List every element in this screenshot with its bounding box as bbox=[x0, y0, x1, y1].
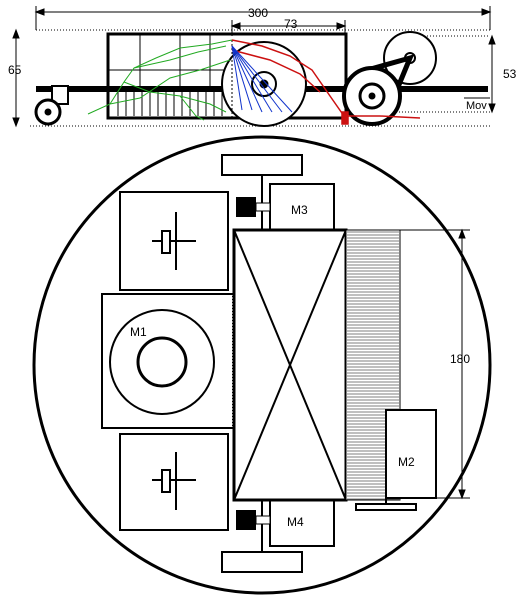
dimension-total-length bbox=[34, 6, 492, 30]
motor-m2-label: M2 bbox=[398, 455, 415, 469]
top-wheel-lower bbox=[221, 500, 303, 573]
motor-m2 bbox=[385, 409, 437, 499]
motor-m4 bbox=[236, 499, 335, 547]
top-wheel-upper bbox=[221, 154, 303, 230]
dimension-offset bbox=[230, 20, 347, 36]
motor-m1-label: M1 bbox=[130, 325, 147, 339]
motor-m1 bbox=[101, 293, 235, 429]
dimension-total-length-label: 300 bbox=[248, 6, 268, 20]
trace-red bbox=[231, 39, 421, 125]
dimension-length-label: 180 bbox=[450, 352, 470, 366]
motor-m3-label: M3 bbox=[291, 203, 308, 217]
dimension-length bbox=[400, 228, 470, 500]
motor-m2-pulley bbox=[355, 498, 417, 511]
top-view: M3 M4 M1 bbox=[32, 135, 492, 595]
rear-caster bbox=[34, 85, 69, 126]
motor-m4-label: M4 bbox=[287, 515, 304, 529]
battery-box-upper bbox=[119, 191, 229, 291]
dimension-height-left bbox=[12, 28, 20, 128]
motor-m3 bbox=[236, 183, 335, 231]
dimension-offset-label: 73 bbox=[284, 17, 298, 31]
dimension-height-right bbox=[488, 34, 496, 114]
trace-green bbox=[87, 39, 233, 121]
main-body bbox=[106, 32, 348, 120]
battery-box-lower bbox=[119, 433, 229, 531]
dimension-height-left-label: 65 bbox=[8, 63, 22, 77]
move-label: Mov bbox=[466, 100, 487, 112]
trace-blue bbox=[231, 45, 293, 113]
dimension-height-right-label: 53 bbox=[503, 67, 517, 81]
battery-comb bbox=[117, 92, 223, 116]
side-view: 300 73 65 53 bbox=[8, 6, 517, 128]
front-drive-wheel bbox=[342, 31, 437, 126]
central-frame bbox=[232, 228, 348, 502]
chassis-outline bbox=[32, 135, 492, 595]
